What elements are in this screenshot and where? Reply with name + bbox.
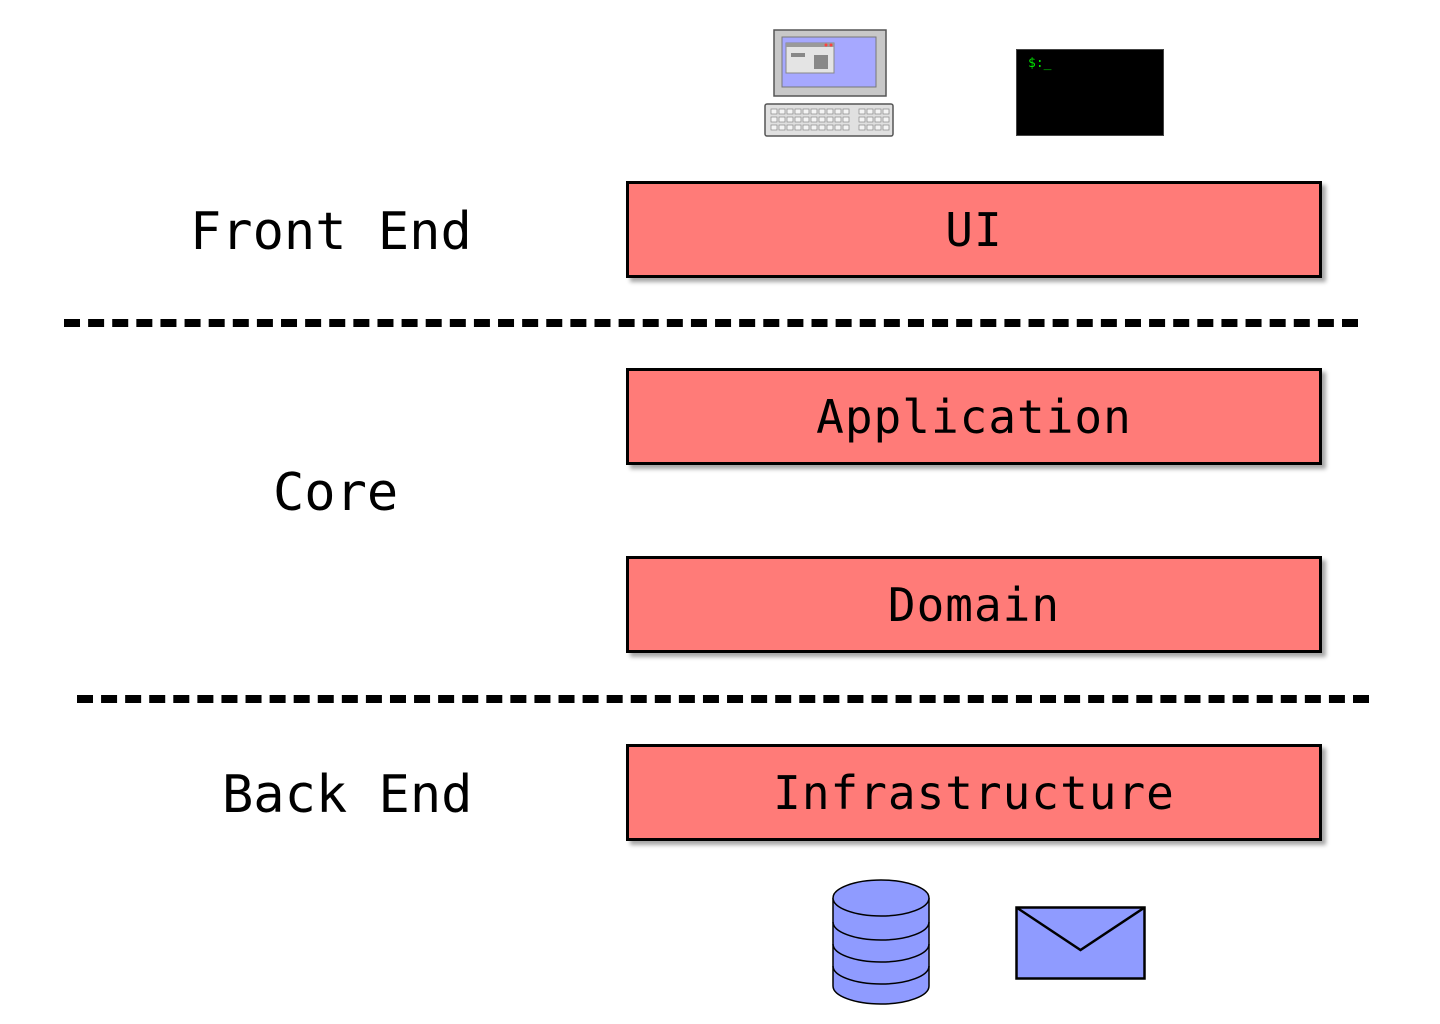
database-icon bbox=[832, 879, 930, 1005]
ui-layer: UI bbox=[626, 181, 1322, 278]
back-end-label: Back End bbox=[222, 765, 473, 825]
terminal-icon: $:_ bbox=[1016, 49, 1164, 136]
core-back-divider bbox=[77, 695, 1369, 703]
desktop-computer-icon bbox=[764, 29, 894, 137]
application-layer: Application bbox=[626, 368, 1322, 465]
infrastructure-layer: Infrastructure bbox=[626, 744, 1322, 841]
front-end-label: Front End bbox=[190, 202, 472, 262]
envelope-icon bbox=[1015, 906, 1146, 980]
domain-layer: Domain bbox=[626, 556, 1322, 653]
terminal-prompt: $:_ bbox=[1028, 56, 1052, 71]
core-label: Core bbox=[273, 463, 399, 523]
front-core-divider bbox=[64, 319, 1358, 327]
